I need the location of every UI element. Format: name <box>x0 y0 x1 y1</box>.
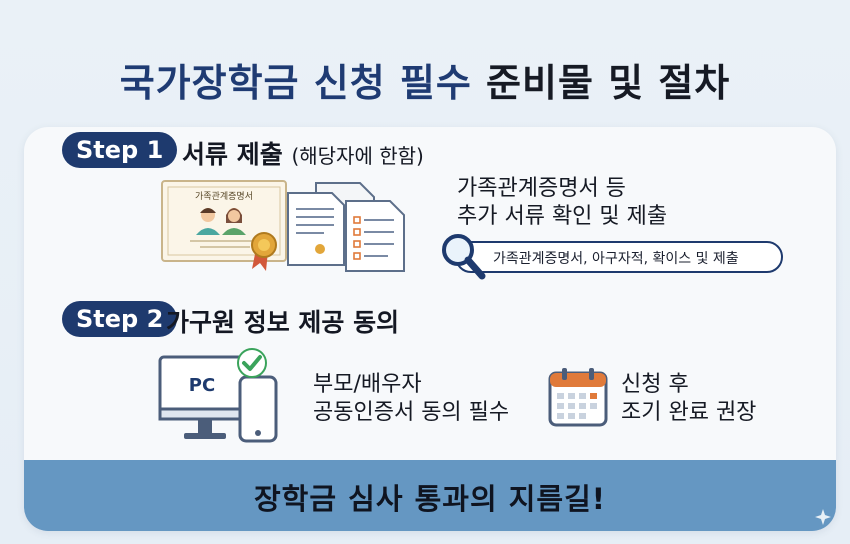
pc-phone-icon: PC <box>158 348 278 443</box>
steps-card: Step 1 서류 제출 (해당자에 한함) 가족관계증명서 <box>24 127 836 531</box>
step1-heading-note: (해당자에 한함) <box>291 144 424 168</box>
pc-label: PC <box>189 375 215 396</box>
title-highlight: 국가장학금 신청 필수 <box>119 61 472 105</box>
search-pill: 가족관계증명서, 아구자적, 확이스 및 제출 <box>455 241 783 273</box>
step2-heading: 가구원 정보 제공 동의 <box>166 308 400 337</box>
step2-badge: Step 2 <box>62 301 178 337</box>
step2-desc-line2: 공동인증서 동의 필수 <box>313 400 510 425</box>
step1-desc-line2: 추가 서류 확인 및 제출 <box>457 204 668 229</box>
sparkle-icon <box>815 509 831 525</box>
title-rest: 준비물 및 절차 <box>486 61 731 105</box>
step2-right-line2: 조기 완료 권장 <box>621 400 757 425</box>
step2-right-line1: 신청 후 <box>621 372 689 397</box>
calendar-icon <box>548 368 608 427</box>
search-pill-text: 가족관계증명서, 아구자적, 확이스 및 제출 <box>493 251 739 267</box>
certificate-title: 가족관계증명서 <box>195 190 253 202</box>
magnifier-icon <box>442 234 486 280</box>
certificate-icon: 가족관계증명서 <box>161 180 287 271</box>
step2-desc-line1: 부모/배우자 <box>313 372 422 397</box>
footer-text: 장학금 심사 통과의 지름길! <box>254 482 606 516</box>
step1-heading: 서류 제출 (해당자에 한함) <box>182 135 424 171</box>
step1-heading-text: 서류 제출 <box>182 140 283 169</box>
step1-badge: Step 1 <box>62 132 178 168</box>
page-title: 국가장학금 신청 필수 준비물 및 절차 <box>0 52 850 107</box>
step1-desc-line1: 가족관계증명서 등 <box>457 176 626 201</box>
documents-icon <box>287 182 405 272</box>
footer-banner: 장학금 심사 통과의 지름길! <box>24 460 836 531</box>
